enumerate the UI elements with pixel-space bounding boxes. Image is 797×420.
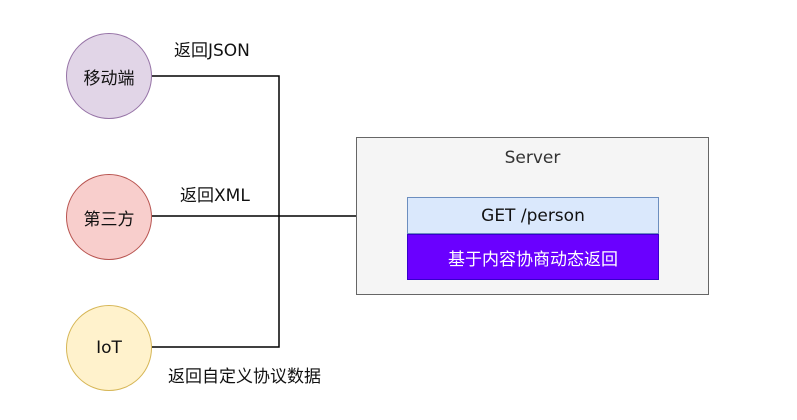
third-party-client-label: 第三方 — [83, 209, 135, 230]
content-negotiation-label: 基于内容协商动态返回 — [448, 249, 618, 270]
mobile-connector — [152, 75, 280, 216]
iot-client-node: IoT — [66, 305, 152, 391]
endpoint-label: GET /person — [481, 205, 585, 226]
iot-connector — [152, 216, 280, 348]
content-negotiation-box: 基于内容协商动态返回 — [407, 234, 659, 280]
endpoint-box: GET /person — [407, 197, 659, 234]
third-party-client-node: 第三方 — [66, 174, 152, 260]
xml-response-label: 返回XML — [180, 186, 250, 206]
server-title: Server — [504, 148, 561, 168]
server-container: Server GET /person 基于内容协商动态返回 — [356, 137, 709, 295]
custom-protocol-response-label: 返回自定义协议数据 — [168, 367, 321, 387]
mobile-client-node: 移动端 — [66, 33, 152, 119]
json-response-label: 返回JSON — [174, 41, 250, 61]
mobile-client-label: 移动端 — [83, 68, 135, 89]
iot-client-label: IoT — [96, 338, 122, 358]
